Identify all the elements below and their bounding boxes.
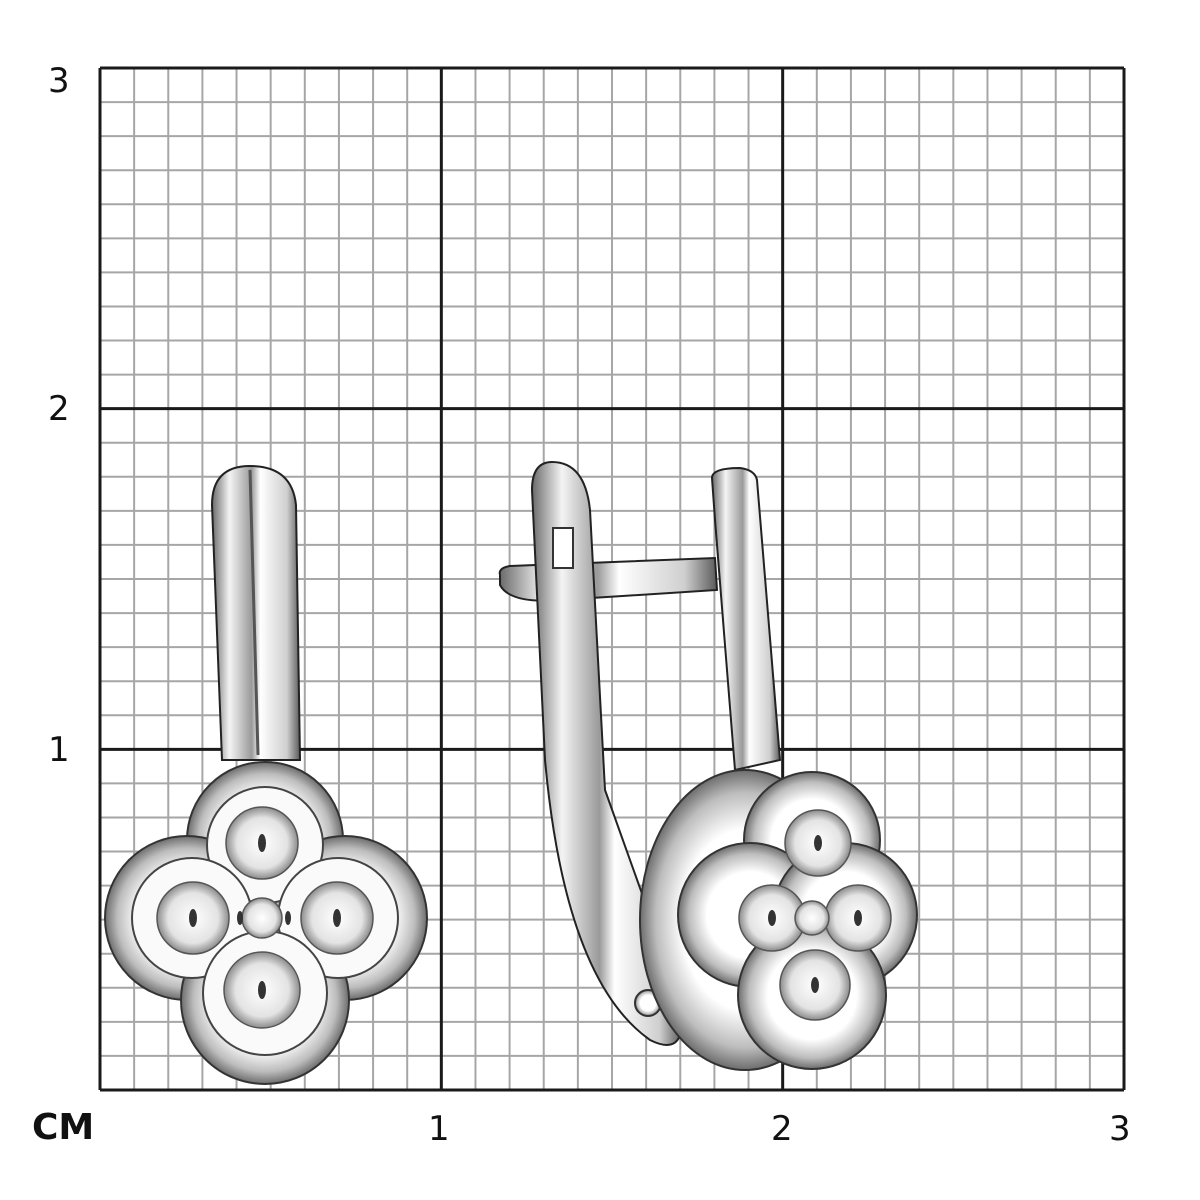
earring-front-view: [104, 464, 428, 1085]
y-tick-1: 1: [48, 730, 70, 770]
earring-side-view: [498, 460, 918, 1071]
y-tick-2: 2: [48, 389, 70, 429]
x-tick-3: 3: [1109, 1109, 1131, 1149]
x-tick-2: 2: [771, 1109, 793, 1149]
x-tick-1: 1: [428, 1109, 450, 1149]
unit-label: CM: [32, 1107, 95, 1148]
y-tick-3: 3: [48, 61, 70, 101]
